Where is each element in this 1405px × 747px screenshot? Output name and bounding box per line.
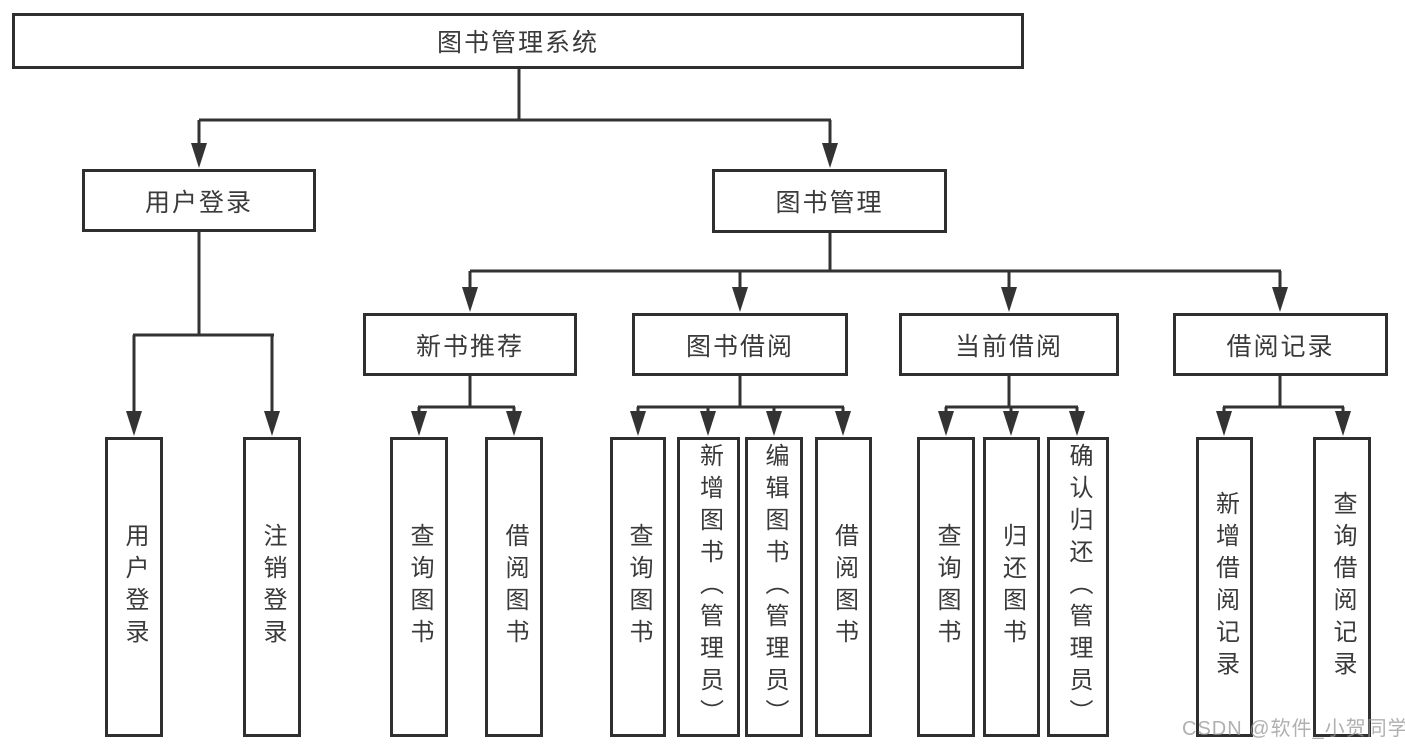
csdn-watermark: CSDN @软件_小贺同学 xyxy=(1182,718,1405,740)
leaf-edit-books-admin: 编辑图书（管理员） xyxy=(745,437,803,737)
leaf-borrow-books: 借阅图书 xyxy=(815,437,872,737)
leaf-user-login: 用户登录 xyxy=(105,437,163,737)
arrowheads xyxy=(126,143,1351,436)
node-new-book-recommendation: 新书推荐 xyxy=(363,313,577,376)
node-library-management-system: 图书管理系统 xyxy=(12,13,1024,69)
leaf-add-books-admin: 新增图书（管理员） xyxy=(677,437,740,737)
leaf-borrow-books-recommend: 借阅图书 xyxy=(485,437,543,737)
leaf-return-books: 归还图书 xyxy=(983,437,1040,737)
node-book-borrowing: 图书借阅 xyxy=(632,313,848,376)
leaf-query-books-recommend: 查询图书 xyxy=(390,437,448,737)
node-borrowing-records: 借阅记录 xyxy=(1173,313,1388,376)
leaf-confirm-return-admin: 确认归还（管理员） xyxy=(1047,437,1109,737)
node-book-management: 图书管理 xyxy=(712,169,947,233)
leaf-add-borrow-record: 新增借阅记录 xyxy=(1196,437,1253,737)
node-user-login: 用户登录 xyxy=(82,169,316,232)
leaf-query-books-current: 查询图书 xyxy=(917,437,975,737)
leaf-query-books-borrow: 查询图书 xyxy=(610,437,666,737)
leaf-logout: 注销登录 xyxy=(243,437,301,737)
node-current-borrowing: 当前借阅 xyxy=(899,313,1119,376)
leaf-query-borrow-record: 查询借阅记录 xyxy=(1313,437,1371,737)
tree-edges xyxy=(132,69,1345,414)
